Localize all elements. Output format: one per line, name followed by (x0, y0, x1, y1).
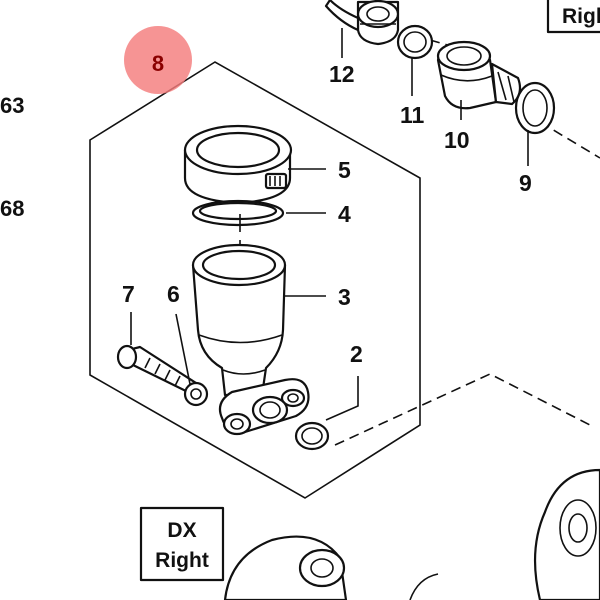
top-right-label-box: Righ (546, 0, 600, 34)
part-9-ring (514, 81, 556, 135)
bottom-right-label-box: DX Right (139, 506, 225, 582)
callout-12: 12 (329, 61, 355, 87)
dashed-line-upper (539, 121, 600, 159)
leader-2 (325, 376, 359, 421)
part-10-coupling (436, 40, 522, 110)
part-11-ring (396, 24, 434, 60)
part-12-fitting (324, 0, 400, 46)
housing-bottom-right (533, 468, 600, 600)
leader-6 (175, 313, 191, 385)
housing-bottom-center (223, 535, 439, 600)
callout-10: 10 (444, 127, 470, 153)
callout-9: 9 (519, 170, 532, 196)
callout-5: 5 (338, 157, 351, 183)
callout-3: 3 (338, 284, 351, 310)
callout-7: 7 (122, 281, 135, 307)
part-5-cap (183, 124, 293, 205)
badge-circle (124, 26, 192, 94)
item-badge: 8 (124, 26, 192, 94)
dashed-line-lower (334, 373, 591, 446)
bottom-box-line2: Right (155, 549, 209, 572)
callout-2: 2 (350, 341, 363, 367)
badge-label: 8 (152, 51, 164, 76)
part-4-seal-ring (191, 199, 285, 227)
part-6-washer (183, 381, 209, 407)
callout-4: 4 (338, 201, 351, 227)
left-part-number-63: 63 (0, 93, 24, 118)
callout-11: 11 (400, 102, 425, 128)
callout-6: 6 (167, 281, 180, 307)
bottom-box-line1: DX (167, 519, 196, 542)
part-3-reservoir (191, 243, 310, 436)
assembly-outline (89, 61, 421, 499)
left-part-number-68: 68 (0, 196, 24, 221)
top-right-box-text: Righ (562, 5, 600, 28)
part-7-bolt (116, 344, 198, 395)
part-2-o-ring (294, 421, 330, 451)
